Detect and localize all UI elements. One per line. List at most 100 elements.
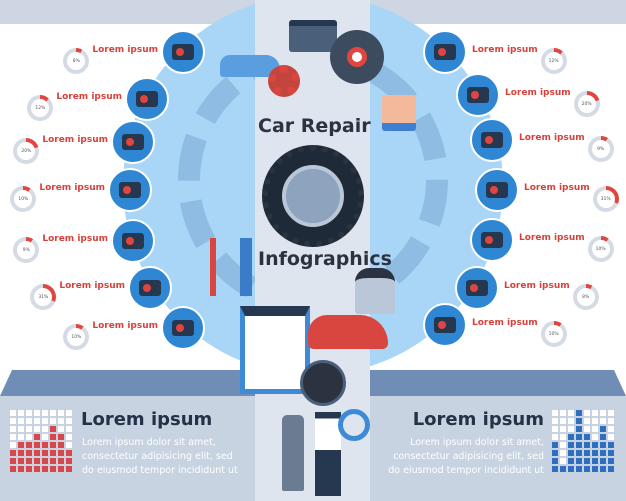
pixel-empty-cell — [608, 418, 614, 424]
pixel-bar-cell — [66, 466, 72, 472]
pixel-bar-cell — [568, 442, 574, 448]
motorcycle-icon — [470, 218, 514, 262]
pixel-bar-cell — [608, 466, 614, 472]
pixel-empty-cell — [26, 410, 32, 416]
car-diagnostics-icon — [423, 30, 467, 74]
left-percent-donut: 8% — [63, 48, 90, 74]
pixel-empty-cell — [58, 418, 64, 424]
text-line: consectetur adipisicing elit, sed — [393, 451, 544, 462]
pixel-empty-cell — [66, 426, 72, 432]
pixel-empty-cell — [608, 410, 614, 416]
pixel-empty-cell — [66, 410, 72, 416]
brake-disc-icon — [111, 219, 155, 263]
pixel-bar-cell — [592, 466, 598, 472]
left-item-label: Lorem ipsum — [42, 135, 108, 145]
pixel-empty-cell — [608, 426, 614, 432]
pixel-bar-cell — [26, 458, 32, 464]
gear-shift-icon — [300, 360, 346, 406]
left-percent-donut: 20% — [13, 138, 40, 164]
pixel-bar-cell — [584, 442, 590, 448]
left-item: 20% Lorem ipsum — [13, 134, 108, 164]
icon-glyph — [481, 232, 503, 248]
pixel-bar-cell — [576, 426, 582, 432]
left-item-label: Lorem ipsum — [42, 234, 108, 244]
pixel-bar-cell — [552, 442, 558, 448]
pixel-bar-cell — [58, 442, 64, 448]
right-item-label: Lorem ipsum — [505, 88, 571, 98]
car-key-icon — [161, 30, 205, 74]
icon-glyph — [172, 44, 194, 60]
pixel-empty-cell — [50, 418, 56, 424]
pixel-bar-cell — [600, 442, 606, 448]
motorcycle-icon — [308, 315, 388, 349]
pixel-bar-cell — [26, 466, 32, 472]
steering-wheel-icon — [338, 409, 370, 441]
pixel-empty-cell — [568, 410, 574, 416]
right-item: Lorem ipsum 20% — [505, 87, 600, 117]
percent-value: 20% — [577, 95, 596, 113]
pixel-empty-cell — [552, 410, 558, 416]
checklist-icon — [240, 306, 310, 394]
title-line-1: Car Repair — [258, 115, 371, 137]
bottom-left-pixel-chart — [10, 410, 72, 472]
mechanic-icon — [355, 268, 395, 314]
pixel-bar-cell — [18, 458, 24, 464]
left-item-label: Lorem ipsum — [59, 281, 125, 291]
screwdriver-pliers-icon — [455, 266, 499, 310]
percent-value: 10% — [67, 328, 86, 346]
gear-shift-icon — [161, 306, 205, 350]
left-percent-donut: 10% — [10, 186, 37, 212]
pixel-empty-cell — [600, 410, 606, 416]
pixel-empty-cell — [42, 418, 48, 424]
pixel-empty-cell — [552, 434, 558, 440]
left-item: 9%Lorem ipsum — [13, 233, 108, 263]
pixel-bar-cell — [592, 458, 598, 464]
tire-rim — [282, 165, 344, 227]
right-percent-donut: 12% — [540, 48, 567, 74]
pixel-empty-cell — [584, 426, 590, 432]
percent-value: 9% — [591, 140, 610, 158]
pixel-empty-cell — [560, 434, 566, 440]
percent-value: 10% — [14, 190, 33, 208]
pixel-bar-cell — [58, 450, 64, 456]
pixel-empty-cell — [10, 426, 16, 432]
pixel-empty-cell — [18, 410, 24, 416]
pixel-empty-cell — [568, 426, 574, 432]
car-wash-icon — [470, 118, 514, 162]
icon-glyph — [122, 233, 144, 249]
percent-value: 20% — [17, 142, 36, 160]
icon-glyph — [466, 280, 488, 296]
pixel-bar-cell — [568, 458, 574, 464]
brake-disc-icon — [330, 30, 384, 84]
pixel-empty-cell — [592, 418, 598, 424]
pixel-bar-cell — [26, 450, 32, 456]
right-percent-donut: 31% — [592, 186, 619, 212]
pixel-bar-cell — [50, 450, 56, 456]
icon-glyph — [434, 44, 456, 60]
pixel-empty-cell — [26, 434, 32, 440]
pixel-empty-cell — [560, 450, 566, 456]
pixel-empty-cell — [552, 418, 558, 424]
pixel-bar-cell — [26, 442, 32, 448]
pixel-empty-cell — [10, 434, 16, 440]
right-percent-donut: 8% — [572, 284, 599, 310]
right-item-label: Lorem ipsum — [519, 233, 585, 243]
pixel-bar-cell — [18, 466, 24, 472]
pixel-bar-cell — [66, 450, 72, 456]
pixel-empty-cell — [26, 418, 32, 424]
pixel-empty-cell — [560, 418, 566, 424]
pixel-empty-cell — [42, 434, 48, 440]
pixel-empty-cell — [42, 426, 48, 432]
pixel-bar-cell — [58, 466, 64, 472]
pixel-empty-cell — [584, 410, 590, 416]
pixel-bar-cell — [584, 434, 590, 440]
pixel-empty-cell — [66, 434, 72, 440]
pixel-bar-cell — [10, 458, 16, 464]
pixel-bar-cell — [584, 466, 590, 472]
tire-icon — [262, 145, 364, 247]
